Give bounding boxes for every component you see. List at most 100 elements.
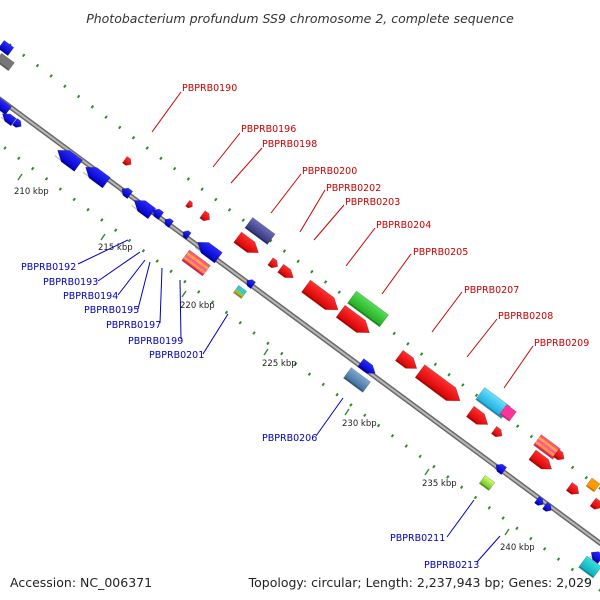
gene-label: PBPRB0193 <box>43 277 98 288</box>
reverse-gene-labels: PBPRB0192 PBPRB0193 PBPRB0194 PBPRB0195 … <box>21 262 479 571</box>
gene-shade <box>194 246 215 263</box>
tick-dot <box>307 372 312 376</box>
tick-dot <box>210 300 215 304</box>
tick-mark <box>424 468 430 476</box>
tick-dot <box>30 166 35 171</box>
gene-shape <box>590 551 600 565</box>
chromosome-backbone <box>0 96 600 547</box>
tick-dot <box>114 228 118 233</box>
gene-arrow <box>533 495 544 506</box>
gene-shade <box>268 264 273 268</box>
map-title: Photobacterium profundum SS9 chromosome … <box>86 11 514 26</box>
leader-line <box>137 261 151 310</box>
gene-label: PBPRB0204 <box>376 220 431 231</box>
gene-arrow <box>541 501 552 512</box>
leader-line <box>313 204 345 241</box>
tick-dot <box>63 84 67 89</box>
tick-dot <box>447 372 451 377</box>
gene-shade <box>0 116 12 125</box>
tick-label: 240 kbp <box>500 543 535 553</box>
gene-arrow <box>11 117 22 128</box>
tick-dot <box>432 464 436 469</box>
gene-shade <box>234 291 242 298</box>
gene-label: PBPRB0194 <box>63 291 118 302</box>
gene-shade <box>163 222 169 227</box>
tick-mark <box>263 348 269 356</box>
tick-dot <box>473 495 478 500</box>
gene-arrow <box>232 284 248 300</box>
gene-shade <box>131 204 149 218</box>
gene-shade <box>182 259 203 276</box>
gene-label: PBPRB0206 <box>262 433 317 444</box>
gene-shade <box>494 467 502 474</box>
tick-dot <box>86 207 90 212</box>
tick-mark <box>17 173 23 181</box>
tick-dot <box>598 588 600 592</box>
gene-arrow <box>181 249 211 277</box>
leader-line <box>381 253 412 295</box>
gene-arrow <box>131 200 157 220</box>
gene-label: PBPRB0205 <box>413 247 468 258</box>
gene-shape <box>585 477 600 493</box>
tick-dot <box>197 290 201 294</box>
tick-dot <box>241 218 245 222</box>
tick-dot <box>323 280 328 284</box>
leader-line <box>230 147 263 184</box>
gene-shade <box>54 155 75 171</box>
gene-label: PBPRB0201 <box>149 350 204 361</box>
gene-label: PBPRB0213 <box>424 560 479 571</box>
gene-shape <box>152 208 165 221</box>
gene-shade <box>589 555 598 563</box>
tick-label: 235 kbp <box>422 479 457 489</box>
gene-shape <box>533 434 561 460</box>
tick-dot <box>58 187 63 191</box>
tick-dot <box>214 197 218 202</box>
forward-gene-labels: PBPRB0190 PBPRB0196 PBPRB0198 PBPRB0200 … <box>182 83 589 349</box>
tick-dot <box>529 434 534 439</box>
leader-line <box>179 279 182 340</box>
gene-shape <box>335 304 370 334</box>
tick-dot <box>406 341 410 346</box>
gene-arrow <box>0 52 15 72</box>
tick-dot <box>419 352 424 356</box>
tick-dot <box>296 259 300 264</box>
gene-arrow <box>267 257 278 269</box>
leader-line <box>117 259 146 296</box>
gene-shape <box>121 187 134 200</box>
gene-arrow <box>347 290 389 328</box>
tick-dot <box>3 146 7 150</box>
leader-line <box>212 132 241 168</box>
gene-shade <box>554 455 559 460</box>
gene-arrow <box>151 208 165 221</box>
gene-shade <box>416 376 448 401</box>
gene-shape <box>182 230 192 240</box>
backbone-highlight <box>0 98 600 545</box>
gene-shape <box>0 94 12 116</box>
tick-dot <box>363 413 367 418</box>
tick-label: 215 kbp <box>98 243 133 253</box>
gene-shade <box>337 316 358 333</box>
accession-text: Accession: NC_006371 <box>10 575 152 590</box>
leader-line <box>77 239 129 265</box>
gene-label: PBPRB0202 <box>326 183 381 194</box>
gene-shape <box>589 497 600 510</box>
gene-arrow <box>54 149 84 172</box>
topology-text: Topology: circular; Length: 2,237,943 bp… <box>248 575 592 590</box>
gene-shape <box>465 405 489 425</box>
tick-dot <box>280 351 284 356</box>
gene-label: PBPRB0200 <box>302 166 357 177</box>
tick-dot <box>433 362 438 367</box>
gene-shade <box>0 60 9 70</box>
tick-dot <box>44 177 49 181</box>
tick-dot <box>293 362 298 366</box>
gene-arrow <box>475 387 511 419</box>
tick-mark <box>100 233 106 241</box>
gene-arrow <box>245 279 257 290</box>
gene-shape <box>533 495 544 506</box>
tick-label: 230 kbp <box>342 419 377 429</box>
gene-arrow <box>121 155 132 166</box>
gene-arrow <box>277 263 294 279</box>
leader-line <box>270 173 302 214</box>
tick-dot <box>446 475 450 479</box>
gene-arrow <box>565 481 580 495</box>
